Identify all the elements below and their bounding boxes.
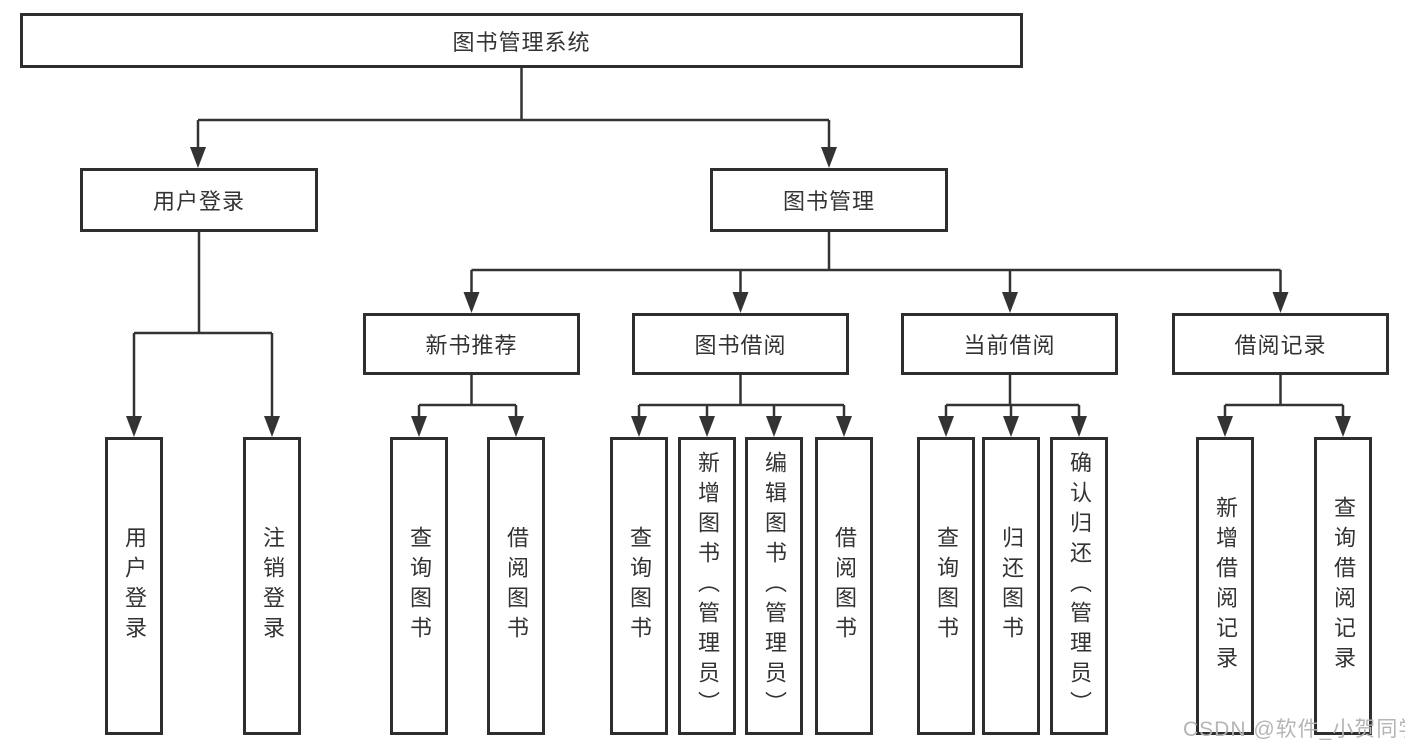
node-book-management: 图书管理 [710, 168, 948, 232]
leaf-logout: 注销登录 [243, 437, 301, 735]
node-borrow-records: 借阅记录 [1172, 313, 1389, 375]
leaf-query-books-recommend: 查询图书 [390, 437, 448, 735]
leaf-add-borrow-record: 新增借阅记录 [1196, 437, 1254, 735]
leaf-query-books-current: 查询图书 [917, 437, 975, 735]
leaf-return-books: 归还图书 [982, 437, 1040, 735]
node-current-borrow: 当前借阅 [901, 313, 1118, 375]
node-user-login: 用户登录 [80, 168, 318, 232]
leaf-borrow-books: 借阅图书 [815, 437, 873, 735]
leaf-user-login: 用户登录 [105, 437, 163, 735]
csdn-watermark: CSDN @软件_小贺同学 [1183, 718, 1405, 741]
leaf-query-books-borrow: 查询图书 [610, 437, 668, 735]
leaf-borrow-books-recommend: 借阅图书 [487, 437, 545, 735]
leaf-confirm-return-admin: 确认归还（管理员） [1050, 437, 1108, 735]
arrowheads [126, 147, 1351, 437]
node-new-book-recommend: 新书推荐 [363, 313, 580, 375]
node-book-borrow: 图书借阅 [632, 313, 849, 375]
leaf-add-books-admin: 新增图书（管理员） [678, 437, 736, 735]
leaf-edit-books-admin: 编辑图书（管理员） [745, 437, 803, 735]
node-root-system: 图书管理系统 [20, 13, 1023, 68]
leaf-query-borrow-record: 查询借阅记录 [1314, 437, 1372, 735]
